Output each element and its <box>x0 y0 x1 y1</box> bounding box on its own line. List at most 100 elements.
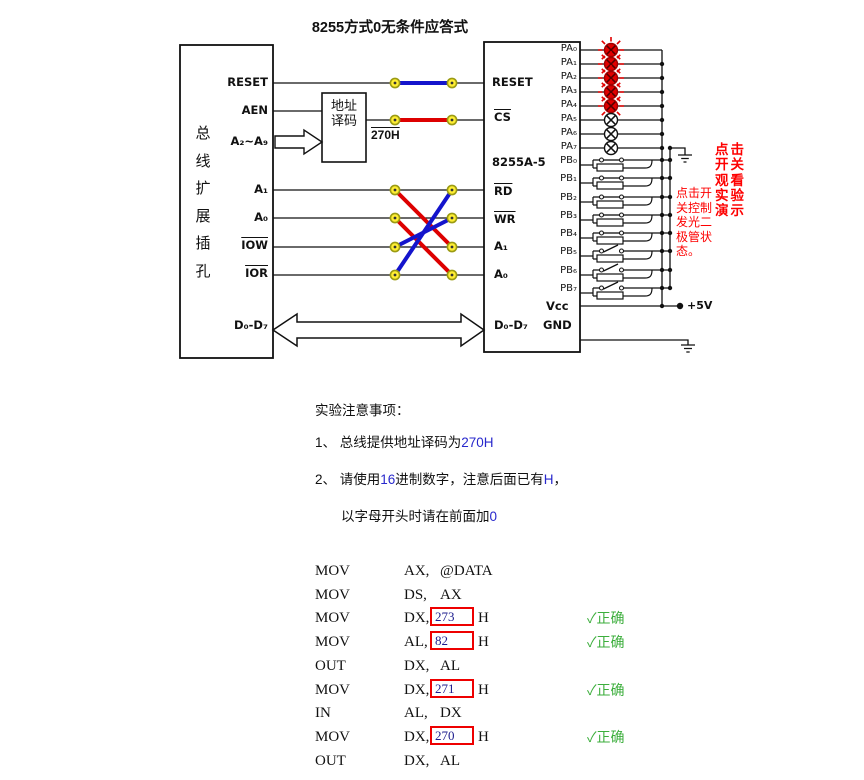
note-item-2-value-h: H <box>543 472 554 487</box>
bus-pin-reset: RESET <box>227 75 268 89</box>
port-address-input-1[interactable] <box>430 607 474 626</box>
led-pa3[interactable] <box>598 79 624 105</box>
note-item-2-cont-text: 以字母开头时请在前面加 <box>341 509 490 524</box>
circuit-diagram <box>179 37 695 359</box>
led-array <box>598 37 624 156</box>
chip-name: 8255A-5 <box>492 155 546 169</box>
switch-pb2[interactable] <box>580 194 670 209</box>
hex-suffix: H <box>478 634 489 650</box>
bus-pin-a2-a9: A₂~A₉ <box>230 134 268 148</box>
code-operand1: AX, <box>404 563 430 579</box>
port-address-input-3[interactable] <box>430 726 474 745</box>
led-pa5[interactable] <box>603 112 619 128</box>
led-pa7[interactable] <box>603 140 619 156</box>
notes-heading: 实验注意事项： <box>315 403 410 418</box>
code-operand1: DX, <box>404 753 430 769</box>
chip-pin-gnd: GND <box>543 318 572 332</box>
chip-pin-rd: RD <box>494 184 513 198</box>
note-item-2-cont: 以字母开头时请在前面加0 <box>341 505 497 525</box>
power-5v-label: +5V <box>687 299 713 312</box>
chip-pin-pa5: PA₅ <box>560 113 577 124</box>
chip-pin-pb2: PB₂ <box>560 192 577 203</box>
code-operand2: @DATA <box>440 563 493 579</box>
switch-pb6[interactable] <box>580 263 670 282</box>
code-opcode: MOV <box>315 729 351 745</box>
note-item-2-value-16: 16 <box>380 472 396 487</box>
hex-suffix: H <box>478 610 489 626</box>
chip-pin-pa1: PA₁ <box>560 57 577 68</box>
chip-pin-pa0: PA₀ <box>560 43 577 54</box>
code-row-3: MOV AL, H ✓正确 <box>315 631 735 652</box>
note-item-2: 2、 请使用16进制数字，注意后面已有H， <box>315 468 567 488</box>
led-row-wires <box>580 49 662 149</box>
note-item-1-address: 270H <box>461 435 494 450</box>
correct-badge: ✓正确 <box>587 634 625 650</box>
code-operand1: AL, <box>404 705 428 721</box>
note-item-2-text-a: 2、 请使用 <box>315 472 381 487</box>
code-operand2: AL <box>440 658 460 674</box>
switch-pb5[interactable] <box>580 244 670 263</box>
note-item-2-cont-value: 0 <box>489 509 498 524</box>
code-row-6: IN AL, DX <box>315 703 735 723</box>
note-item-2-text-b: 进制数字，注意后面已有 <box>395 472 544 487</box>
hint-click-demo: 点击 开关 观看 实验 演示 <box>715 142 746 219</box>
correct-badge: ✓正确 <box>587 729 625 745</box>
switch-pb3[interactable] <box>580 212 670 227</box>
code-operand2: DX <box>440 705 462 721</box>
control-word-input[interactable] <box>430 631 474 650</box>
wire-ior-blue <box>393 188 454 277</box>
code-row-8: OUT DX, AL <box>315 751 735 771</box>
code-row-2: MOV DX, H ✓正确 <box>315 607 735 628</box>
code-operand1: AL, <box>404 634 428 650</box>
data-bus-arrow <box>271 312 486 348</box>
code-opcode: IN <box>315 705 331 721</box>
chip-pin-pa2: PA₂ <box>560 71 577 82</box>
code-row-4: OUT DX, AL <box>315 656 735 676</box>
hint-switch-control: 点击开 关控制 发光二 极管状 态。 <box>676 186 713 259</box>
chip-pin-pa4: PA₄ <box>560 99 577 110</box>
led-pa6[interactable] <box>603 126 619 142</box>
chip-pin-pb3: PB₃ <box>560 210 577 221</box>
junction-dots <box>659 61 684 310</box>
diagram-title: 8255方式0无条件应答式 <box>311 20 469 36</box>
switch-pb0[interactable] <box>580 157 670 172</box>
led-pa2[interactable] <box>598 65 624 91</box>
switch-pb1[interactable] <box>580 175 670 190</box>
code-operand1: DX, <box>404 658 430 674</box>
chip-8255-block <box>483 41 581 353</box>
hex-suffix: H <box>478 682 489 698</box>
chip-pin-pb6: PB₆ <box>560 265 577 276</box>
chip-pin-pa6: PA₆ <box>560 127 577 138</box>
wire-a1-red <box>393 188 454 249</box>
bus-pin-d0-d7: D₀-D₇ <box>234 318 268 332</box>
decoder-address: 270H <box>371 128 400 142</box>
code-operand1: DX, <box>404 610 430 626</box>
code-operand1: DX, <box>404 729 430 745</box>
chip-pin-a0: A₀ <box>494 267 508 281</box>
code-opcode: MOV <box>315 634 351 650</box>
note-item-2-text-c: ， <box>553 472 568 487</box>
code-opcode: OUT <box>315 658 346 674</box>
led-pa4[interactable] <box>598 93 624 119</box>
bus-pin-aen: AEN <box>241 103 268 117</box>
bus-pin-ior: IOR <box>245 266 268 280</box>
chip-pin-wr: WR <box>494 212 516 226</box>
chip-pin-pb5: PB₅ <box>560 246 577 257</box>
switch-pb4[interactable] <box>580 230 670 245</box>
hex-suffix: H <box>478 729 489 745</box>
code-operand1: DS, <box>404 587 427 603</box>
code-opcode: MOV <box>315 610 351 626</box>
chip-pin-pa7: PA₇ <box>560 141 577 152</box>
patch-wires <box>393 81 454 277</box>
code-opcode: OUT <box>315 753 346 769</box>
decoder-label: 地址 译码 <box>330 98 357 128</box>
code-operand2: AL <box>440 753 460 769</box>
code-row-5: MOV DX, H ✓正确 <box>315 679 735 700</box>
wire-connectors <box>389 77 458 281</box>
port-address-input-2[interactable] <box>430 679 474 698</box>
correct-badge: ✓正确 <box>587 682 625 698</box>
switch-pb7[interactable] <box>580 281 670 300</box>
code-opcode: MOV <box>315 682 351 698</box>
note-item-1-text: 1、 总线提供地址译码为 <box>315 435 462 450</box>
